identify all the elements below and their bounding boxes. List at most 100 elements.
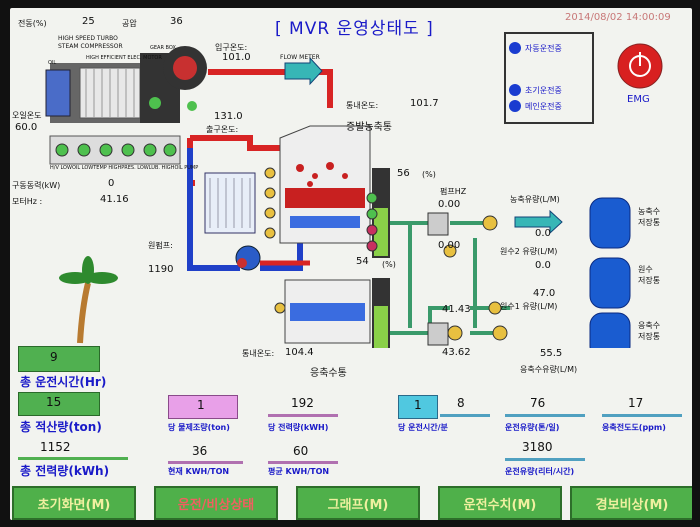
evap-tank-label: 증발농축통 bbox=[346, 122, 392, 133]
mode-initial[interactable]: 초기운전중 bbox=[525, 86, 562, 95]
level1-unit: (%) bbox=[422, 170, 436, 179]
raw1-flow-value: 47.0 bbox=[533, 288, 556, 299]
oil-temp-value: 60.0 bbox=[15, 122, 38, 133]
nav-alarm-button[interactable]: 경보비상(M) bbox=[570, 486, 692, 520]
motor-hz-value: 41.16 bbox=[100, 194, 129, 205]
unit-power-value: 192 bbox=[291, 396, 314, 410]
condensate-flow-value: 55.5 bbox=[540, 348, 563, 359]
storage-tanks bbox=[589, 197, 631, 348]
outlet-temp-value: 131.0 bbox=[214, 111, 243, 122]
cond-purity-label: 응축전도도(ppm) bbox=[602, 423, 666, 432]
level2-unit: (%) bbox=[382, 260, 396, 269]
cond-tank-label: 응축수통 bbox=[310, 368, 347, 379]
palm-tree bbox=[77, 282, 91, 344]
page-title: [ MVR 운영상태도 ] bbox=[275, 19, 434, 39]
run-flow-underline bbox=[505, 414, 585, 417]
nav-values-button[interactable]: 운전수치(M) bbox=[438, 486, 562, 520]
indicator-strip-labels: H/V LOW OIL LOW TEMP HIGH PRES. LOW LUB.… bbox=[50, 165, 198, 171]
cond-purity-underline bbox=[602, 414, 682, 417]
pressure-value: 36 bbox=[170, 16, 183, 27]
run-flow2-underline bbox=[505, 458, 585, 461]
run-hm-underline bbox=[440, 414, 490, 417]
run-flow-label: 운전유량(톤/일) bbox=[505, 423, 560, 432]
indicator-strip bbox=[49, 135, 181, 165]
raw2-flow-label: 원수2 유량(L/M) bbox=[500, 247, 558, 256]
nav-status-button[interactable]: 운전/비상상태 bbox=[154, 486, 278, 520]
current-kwh-value: 36 bbox=[192, 444, 208, 458]
cond-tank-temp-value: 104.4 bbox=[285, 347, 314, 358]
pump4-value: 43.62 bbox=[442, 347, 471, 358]
inlet-temp-label: 입구온도: bbox=[215, 43, 248, 52]
unit-power-underline bbox=[268, 414, 338, 417]
current-kwh-label: 현재 KWH/TON bbox=[168, 467, 230, 476]
motor-caption: HIGH EFFICIENT ELEC. MOTOR bbox=[86, 55, 162, 61]
flow-meter-icon bbox=[284, 56, 323, 86]
run-hm-label: 당 운전시간/분 bbox=[398, 423, 448, 432]
concentrate-flow-label: 농축유량(L/M) bbox=[510, 195, 560, 204]
unit-prod-box bbox=[168, 395, 238, 419]
raw2-flow-value: 0.0 bbox=[535, 260, 551, 271]
concentrate-arrow-icon bbox=[514, 209, 563, 235]
run-flow2-label: 운전유량(리터/시간) bbox=[505, 467, 575, 476]
oil-caption: OIL bbox=[48, 60, 57, 66]
pump-hz-value1: 0.00 bbox=[438, 199, 461, 210]
tank-temp-label: 통내온도: bbox=[346, 101, 379, 110]
compressor-impeller bbox=[173, 56, 197, 80]
ind-lub-high: LUB. HIGH bbox=[148, 165, 175, 171]
pressure-label: 공압 bbox=[122, 19, 137, 28]
inlet-temp-value: 101.0 bbox=[222, 52, 251, 63]
pump3-value: 41.43 bbox=[442, 304, 471, 315]
cond-tank-temp-label: 통내온도: bbox=[242, 349, 275, 358]
condensate-flow-label: 응축수유량(L/M) bbox=[520, 365, 578, 374]
run-hm-value1: 1 bbox=[414, 398, 422, 412]
pump-hz-label: 펌프HZ bbox=[440, 187, 467, 196]
datetime: 2014/08/02 14:00:09 bbox=[565, 12, 671, 23]
ind-temp-high: TEMP HIGH bbox=[93, 165, 122, 171]
avg-kwh-label: 평균 KWH/TON bbox=[268, 467, 330, 476]
total-prod-label: 총 적산량(ton) bbox=[20, 420, 102, 434]
cond-purity-value: 17 bbox=[628, 396, 644, 410]
ind-hv-low: H/V LOW bbox=[50, 165, 72, 171]
tank-c-label: 응축수 저장통 bbox=[638, 321, 661, 341]
gearbox-caption: GEAR BOX bbox=[150, 45, 176, 51]
motor-indicator bbox=[149, 97, 161, 109]
mvr-status-screen: [ MVR 운영상태도 ] 2014/08/02 14:00:09 bbox=[10, 8, 692, 520]
compressor-caption: HIGH SPEED TURBO STEAM COMPRESSOR bbox=[58, 35, 123, 50]
total-power-underline bbox=[18, 457, 128, 460]
nav-home-button[interactable]: 초기화면(M) bbox=[12, 486, 136, 520]
ind-pres-low: PRES. LOW bbox=[121, 165, 149, 171]
level2-value: 54 bbox=[356, 256, 369, 267]
run-hm-box bbox=[398, 395, 438, 419]
emg-label[interactable]: EMG bbox=[627, 94, 650, 105]
power-label: 구동동력(kW) bbox=[12, 181, 61, 190]
unit-power-label: 당 전력량(kWH) bbox=[268, 423, 329, 432]
flow-meter-label: FLOW METER bbox=[280, 54, 320, 61]
evap-tank bbox=[279, 125, 371, 244]
run-flow2-value: 3180 bbox=[522, 440, 553, 454]
total-prod-value: 15 bbox=[46, 395, 62, 409]
concentrate-flow-value: 0.0 bbox=[535, 228, 551, 239]
pump-hz-value2: 0.00 bbox=[438, 240, 461, 251]
vacuum-pump-value: 1190 bbox=[148, 264, 174, 275]
mode-auto[interactable]: 자동운전중 bbox=[525, 44, 562, 53]
avg-kwh-underline bbox=[268, 461, 338, 464]
oil-temp-label: 오일온도 bbox=[12, 111, 42, 120]
oil-cooler bbox=[45, 69, 71, 117]
run-flow-value: 76 bbox=[530, 396, 546, 410]
run-hm-value2: 8 bbox=[457, 396, 465, 410]
motor-hz-label: 모터Hz : bbox=[12, 197, 43, 206]
speed-label: 전동(%) bbox=[18, 19, 47, 28]
total-prod-box bbox=[18, 392, 100, 416]
total-power-value: 1152 bbox=[40, 440, 71, 454]
tank-a-label: 농축수 저장통 bbox=[638, 207, 661, 227]
current-kwh-underline bbox=[168, 461, 243, 464]
total-power-label: 총 전력량(kWh) bbox=[20, 464, 110, 478]
vacuum-pump-label: 원펌프: bbox=[148, 241, 173, 250]
comp-indicator bbox=[187, 101, 197, 111]
process-diagram bbox=[45, 32, 663, 348]
tank-temp-value: 101.7 bbox=[410, 98, 439, 109]
nav-graph-button[interactable]: 그래프(M) bbox=[296, 486, 420, 520]
heat-exchanger bbox=[204, 172, 256, 234]
unit-prod-label: 당 물제조량(ton) bbox=[168, 423, 230, 432]
mode-manual[interactable]: 메인운전중 bbox=[525, 102, 562, 111]
